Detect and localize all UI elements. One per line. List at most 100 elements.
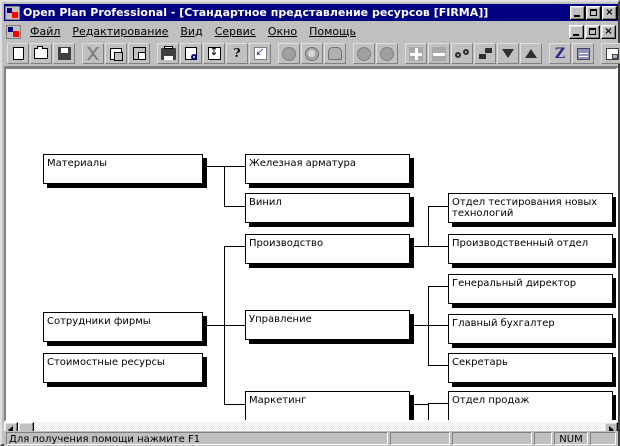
open-icon bbox=[34, 46, 48, 59]
toolbar: ? Z bbox=[4, 41, 620, 67]
context-help-button[interactable] bbox=[249, 43, 271, 64]
edge-line bbox=[428, 206, 448, 207]
document-icon[interactable] bbox=[6, 24, 21, 39]
new-button[interactable] bbox=[7, 43, 29, 64]
edge-line bbox=[412, 246, 429, 247]
node-proizvodstvo[interactable]: Производство bbox=[245, 234, 410, 264]
sort-button[interactable] bbox=[203, 43, 225, 64]
menu-item-tools-label: Сервис bbox=[214, 25, 256, 38]
edge-line bbox=[412, 325, 429, 326]
title-bar[interactable]: Open Plan Professional - [Стандартное пр… bbox=[4, 4, 618, 21]
status-pane-2 bbox=[390, 432, 450, 445]
node-otdel-testirovaniya[interactable]: Отдел тестирования новых технологий bbox=[448, 193, 613, 223]
zoom-z-icon: Z bbox=[554, 45, 566, 62]
mdi-restore-button[interactable] bbox=[585, 24, 600, 39]
indent-icon bbox=[478, 47, 492, 60]
node-stoimostnye-resursy[interactable]: Стоимостные ресурсы bbox=[43, 353, 203, 383]
close-button[interactable]: × bbox=[602, 5, 617, 20]
node-proizvodstvennyj-otdel[interactable]: Производственный отдел bbox=[448, 234, 613, 264]
edge-line bbox=[205, 166, 225, 167]
indent-button[interactable] bbox=[474, 43, 496, 64]
menu-bar: Файл Редактирование Вид Сервис Окно Помо… bbox=[4, 22, 618, 41]
print-preview-icon bbox=[185, 47, 197, 60]
menu-item-tools[interactable]: Сервис bbox=[209, 23, 262, 40]
mdi-minimize-button[interactable] bbox=[569, 24, 584, 39]
minimize-button[interactable] bbox=[570, 5, 585, 20]
node-sotrudniki-firmy[interactable]: Сотрудники фирмы bbox=[43, 312, 203, 342]
menu-item-window[interactable]: Окно bbox=[262, 23, 303, 40]
sort-icon bbox=[207, 45, 221, 60]
menu-items: Файл Редактирование Вид Сервис Окно Помо… bbox=[24, 23, 568, 40]
link-button[interactable] bbox=[451, 43, 473, 64]
status-pane-6 bbox=[590, 432, 616, 445]
edge-line bbox=[224, 325, 245, 326]
menu-item-view-label: Вид bbox=[180, 25, 203, 38]
window-controls: × bbox=[569, 5, 617, 20]
node-armatura[interactable]: Железная арматура bbox=[245, 154, 410, 184]
link-icon bbox=[455, 48, 469, 60]
menu-item-help-label: Помощь bbox=[309, 25, 356, 38]
menu-item-edit[interactable]: Редактирование bbox=[66, 23, 174, 40]
edge-line bbox=[428, 206, 429, 247]
move-up-button[interactable] bbox=[520, 43, 542, 64]
paste-icon bbox=[132, 47, 146, 60]
sort-circle-button[interactable] bbox=[376, 43, 398, 64]
mdi-client-area[interactable]: Материалы Железная арматура Винил Отдел … bbox=[4, 67, 618, 422]
remove-button[interactable] bbox=[428, 43, 450, 64]
window-title: Open Plan Professional - [Стандартное пр… bbox=[23, 6, 489, 19]
help-icon: ? bbox=[233, 46, 241, 60]
move-up-icon bbox=[525, 49, 537, 58]
help-button[interactable]: ? bbox=[226, 43, 248, 64]
node-vinil[interactable]: Винил bbox=[245, 193, 410, 223]
resource-circle-button[interactable] bbox=[278, 43, 300, 64]
cut-button[interactable] bbox=[82, 43, 104, 64]
resource-group-icon bbox=[328, 47, 342, 60]
menu-item-window-label: Окно bbox=[267, 25, 298, 38]
status-pane-3 bbox=[452, 432, 532, 445]
resource-group-button[interactable] bbox=[324, 43, 346, 64]
table-view-button[interactable] bbox=[572, 43, 594, 64]
resource-breakdown-diagram: Материалы Железная арматура Винил Отдел … bbox=[6, 69, 616, 420]
copy-button[interactable] bbox=[105, 43, 127, 64]
zoom-z-button[interactable]: Z bbox=[549, 43, 571, 64]
node-glavnyj-buhgalter[interactable]: Главный бухгалтер bbox=[448, 314, 613, 344]
edge-line bbox=[428, 325, 448, 326]
menu-item-edit-label: Редактирование bbox=[72, 25, 169, 38]
status-num-indicator: NUM bbox=[554, 432, 588, 445]
node-marketing[interactable]: Маркетинг bbox=[245, 391, 410, 420]
node-otdel-prodaj[interactable]: Отдел продаж bbox=[448, 391, 613, 420]
node-materialy[interactable]: Материалы bbox=[43, 154, 203, 184]
mdi-window-controls: × bbox=[568, 24, 616, 39]
edge-line bbox=[224, 206, 245, 207]
save-button[interactable] bbox=[53, 43, 75, 64]
menu-item-file[interactable]: Файл bbox=[24, 23, 66, 40]
copy-icon bbox=[110, 47, 123, 61]
context-help-icon bbox=[253, 45, 267, 60]
new-icon bbox=[12, 47, 24, 60]
remove-icon bbox=[432, 46, 446, 61]
filter-circle-button[interactable] bbox=[353, 43, 375, 64]
filter-circle-icon bbox=[357, 46, 371, 61]
tile-windows-icon bbox=[605, 47, 619, 60]
paste-button[interactable] bbox=[128, 43, 150, 64]
app-icon[interactable] bbox=[5, 5, 20, 20]
print-preview-button[interactable] bbox=[180, 43, 202, 64]
move-down-button[interactable] bbox=[497, 43, 519, 64]
menu-item-help[interactable]: Помощь bbox=[303, 23, 362, 40]
table-view-icon bbox=[576, 47, 590, 60]
tile-windows-button[interactable] bbox=[601, 43, 620, 64]
add-button[interactable] bbox=[405, 43, 427, 64]
edge-line bbox=[428, 246, 448, 247]
node-upravlenie[interactable]: Управление bbox=[245, 310, 410, 340]
maximize-button[interactable] bbox=[586, 5, 601, 20]
edge-line bbox=[428, 365, 448, 366]
resource-assign-button[interactable] bbox=[301, 43, 323, 64]
node-sekretar[interactable]: Секретарь bbox=[448, 353, 613, 383]
mdi-close-button[interactable]: × bbox=[601, 24, 616, 39]
node-generalnyj-direktor[interactable]: Генеральный директор bbox=[448, 274, 613, 304]
print-button[interactable] bbox=[157, 43, 179, 64]
menu-item-view[interactable]: Вид bbox=[174, 23, 208, 40]
open-button[interactable] bbox=[30, 43, 52, 64]
edge-line bbox=[205, 325, 225, 326]
